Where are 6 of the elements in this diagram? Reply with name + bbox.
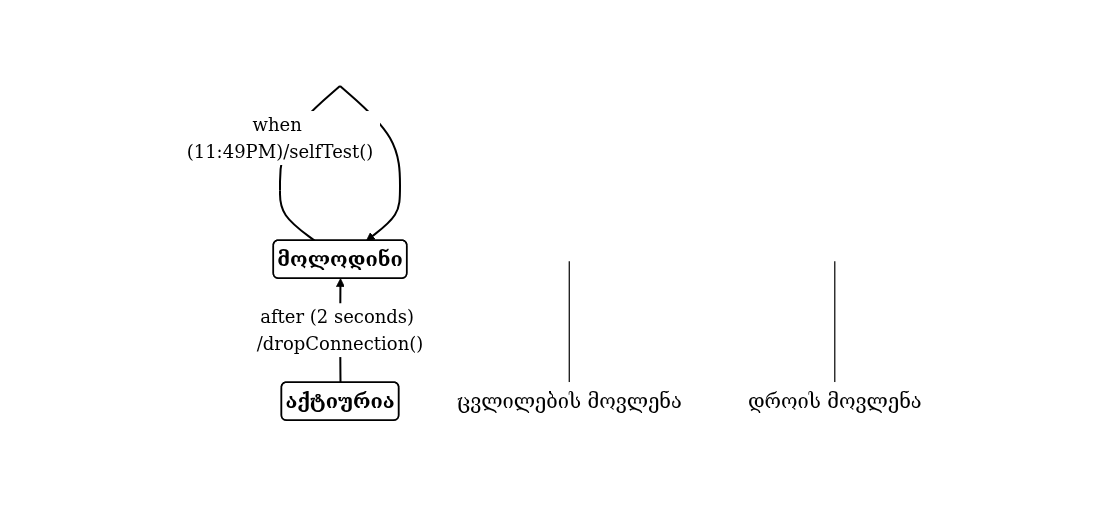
connector [833,260,836,383]
connector [568,260,570,383]
node-text: ცვლილების მოვლენა [456,389,682,414]
edge-label: when (11:49PM)/selfTest() [186,113,373,162]
edge-label: after (2 seconds) /dropConnection() [256,306,423,355]
node-text: დროის მოვლენა [747,389,922,414]
